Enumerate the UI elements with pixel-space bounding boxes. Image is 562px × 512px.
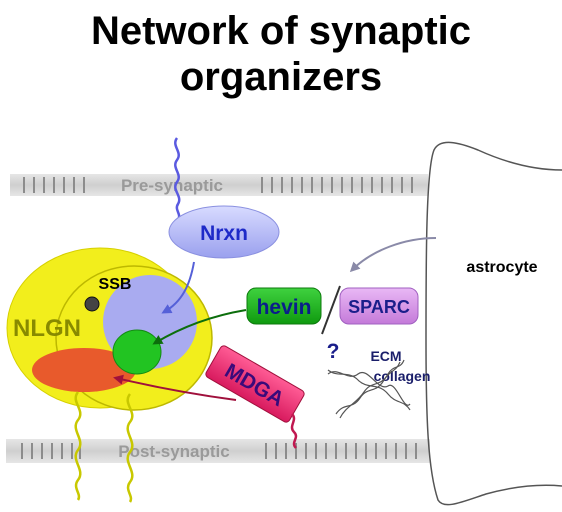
title-line-1: Network of synaptic [90, 9, 472, 53]
mdga-molecule: MDGA [205, 345, 305, 423]
hevin-label: hevin [257, 296, 312, 319]
nrxn-tail [174, 137, 181, 221]
hevin-molecule [246, 287, 322, 325]
nlgn-tail-left [74, 391, 82, 501]
ecm-label: ECM [370, 348, 401, 364]
ssb-ball [84, 296, 100, 312]
pre-synaptic-membrane: Pre-synaptic [10, 174, 428, 196]
astrocyte-label: astrocyte [466, 259, 537, 276]
mdga-tail [290, 413, 298, 449]
hevin-sparc-separator [321, 285, 341, 335]
title-line-2: organizers [179, 55, 383, 99]
astrocyte-outline [425, 141, 562, 506]
collagen-label: collagen [374, 368, 431, 384]
sparc-molecule [339, 287, 419, 325]
post-synaptic-label: Post-synaptic [118, 442, 229, 461]
pre-membrane-ticks [23, 177, 413, 193]
ssb-label: SSB [99, 276, 132, 293]
nlgn-label: NLGN [13, 315, 81, 342]
post-synaptic-membrane: Post-synaptic [6, 439, 430, 463]
nlgn-postsynaptic-domain [32, 348, 136, 392]
hevin-binding-site [112, 329, 162, 375]
sparc-label: SPARC [348, 297, 410, 317]
arrow-astrocyte-to-hevin [349, 237, 437, 273]
arrow-nrxn-to-nlgn [161, 261, 195, 314]
nrxn-label: Nrxn [200, 222, 248, 245]
nrxn-molecule [168, 205, 280, 259]
arrow-mdga-to-nlgn [113, 374, 237, 401]
question-mark: ? [327, 340, 340, 363]
nlgn-tail-right [126, 393, 134, 503]
pre-synaptic-label: Pre-synaptic [121, 176, 223, 195]
collagen-fibers-icon [327, 359, 411, 419]
arrow-hevin-to-nlgn [152, 309, 247, 345]
post-membrane-ticks [21, 443, 417, 459]
